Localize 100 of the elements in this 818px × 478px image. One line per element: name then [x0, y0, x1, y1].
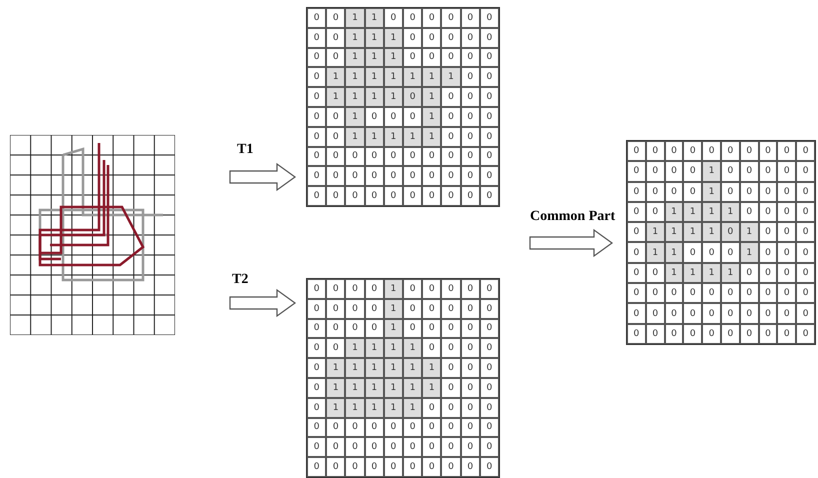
grid-cell: 1 [364, 8, 384, 28]
grid-cell: 1 [664, 202, 684, 222]
grid-cell: 0 [403, 298, 422, 319]
grid-cell: 0 [403, 48, 422, 68]
grid-cell: 0 [646, 141, 665, 162]
grid-cell: 1 [364, 398, 384, 418]
grid-cell: 0 [307, 48, 326, 68]
grid-cell: 1 [384, 28, 403, 48]
grid-cell: 0 [758, 283, 778, 304]
grid-cell: 0 [758, 242, 778, 263]
grid-cell: 1 [683, 222, 702, 242]
grid-cell: 0 [480, 378, 499, 398]
grid-cell: 1 [422, 106, 442, 127]
grid-cell: 0 [345, 166, 365, 186]
grid-cell: 0 [307, 457, 326, 477]
grid-cell: 0 [796, 141, 815, 162]
grid-cell: 0 [422, 48, 442, 68]
grid-cell: 0 [627, 182, 646, 202]
grid-cell: 1 [664, 222, 684, 242]
grid-cell: 0 [777, 161, 796, 182]
grid-cell: 0 [441, 437, 461, 458]
grid-cell: 0 [403, 8, 422, 28]
grid-cell: 1 [326, 378, 346, 398]
grid-cell: 0 [758, 161, 778, 182]
grid-cell: 0 [384, 8, 403, 28]
grid-cell: 0 [683, 161, 702, 182]
grid-cell: 1 [345, 28, 365, 48]
grid-cell: 0 [627, 141, 646, 162]
grid-cell: 0 [441, 87, 461, 107]
grid-cell: 0 [307, 28, 326, 48]
grid-cell: 0 [441, 279, 461, 299]
grid-cell: 1 [384, 126, 403, 147]
grid-cell: 1 [345, 378, 365, 398]
grid-cell: 0 [326, 146, 346, 166]
grid-cell: 1 [422, 67, 442, 88]
grid-cell: 1 [384, 279, 403, 299]
grid-cell: 1 [384, 358, 403, 378]
grid-cell: 0 [460, 8, 480, 28]
grid-cell: 0 [740, 324, 759, 344]
grid-cell: 0 [345, 437, 365, 458]
grid-cell: 0 [627, 324, 646, 344]
grid-cell: 0 [480, 358, 499, 378]
grid-cell: 0 [480, 166, 499, 186]
grid-cell: 0 [720, 324, 740, 344]
grid-cell: 0 [627, 202, 646, 222]
grid-cell: 0 [460, 166, 480, 186]
grid-cell: 0 [720, 141, 740, 162]
grid-cell: 1 [364, 338, 384, 358]
grid-cell: 0 [460, 298, 480, 319]
grid-cell: 0 [403, 418, 422, 438]
grid-cell: 0 [480, 28, 499, 48]
grid-cell: 0 [460, 457, 480, 477]
grid-cell: 1 [422, 358, 442, 378]
grid-cell: 1 [720, 262, 740, 284]
grid-cell: 0 [480, 126, 499, 147]
grid-cell: 1 [345, 398, 365, 418]
grid-cell: 0 [307, 398, 326, 418]
grid-cell: 0 [403, 106, 422, 127]
grid-cell: 0 [460, 67, 480, 88]
grid-cell: 0 [384, 106, 403, 127]
grid-cell: 0 [307, 279, 326, 299]
grid-cell: 0 [441, 28, 461, 48]
grid-cell: 1 [384, 298, 403, 319]
grid-cell: 1 [384, 338, 403, 358]
grid-cell: 0 [627, 242, 646, 263]
grid-cell: 0 [740, 262, 759, 284]
grid-cell: 0 [307, 186, 326, 206]
grid-cell: 0 [664, 141, 684, 162]
grid-cell: 0 [441, 358, 461, 378]
grid-cell: 0 [683, 242, 702, 263]
grid-cell: 0 [480, 398, 499, 418]
grid-cell: 0 [422, 279, 442, 299]
grid-cell: 0 [460, 318, 480, 338]
grid-cell: 0 [646, 202, 665, 222]
grid-cell: 0 [441, 166, 461, 186]
grid-cell: 0 [441, 126, 461, 147]
grid-cell: 0 [720, 283, 740, 304]
grid-cell: 0 [364, 298, 384, 319]
grid-cell: 1 [740, 242, 759, 263]
grid-cell: 0 [796, 202, 815, 222]
grid-cell: 0 [777, 324, 796, 344]
grid-cell: 0 [364, 106, 384, 127]
grid-cell: 0 [664, 303, 684, 324]
grid-cell: 0 [480, 8, 499, 28]
grid-cell: 0 [646, 161, 665, 182]
grid-cell: 0 [480, 67, 499, 88]
grid-cell: 0 [460, 106, 480, 127]
grid-cell: 0 [307, 338, 326, 358]
grid-cell: 0 [326, 338, 346, 358]
grid-cell: 0 [307, 8, 326, 28]
grid-cell: 1 [403, 358, 422, 378]
grid-cell: 0 [702, 324, 721, 344]
grid-cell: 0 [422, 146, 442, 166]
grid-cell: 0 [460, 338, 480, 358]
grid-cell: 0 [403, 318, 422, 338]
grid-cell: 0 [384, 146, 403, 166]
grid-cell: 1 [364, 126, 384, 147]
grid-cell: 0 [307, 166, 326, 186]
grid-cell: 1 [646, 222, 665, 242]
grid-cell: 0 [326, 126, 346, 147]
